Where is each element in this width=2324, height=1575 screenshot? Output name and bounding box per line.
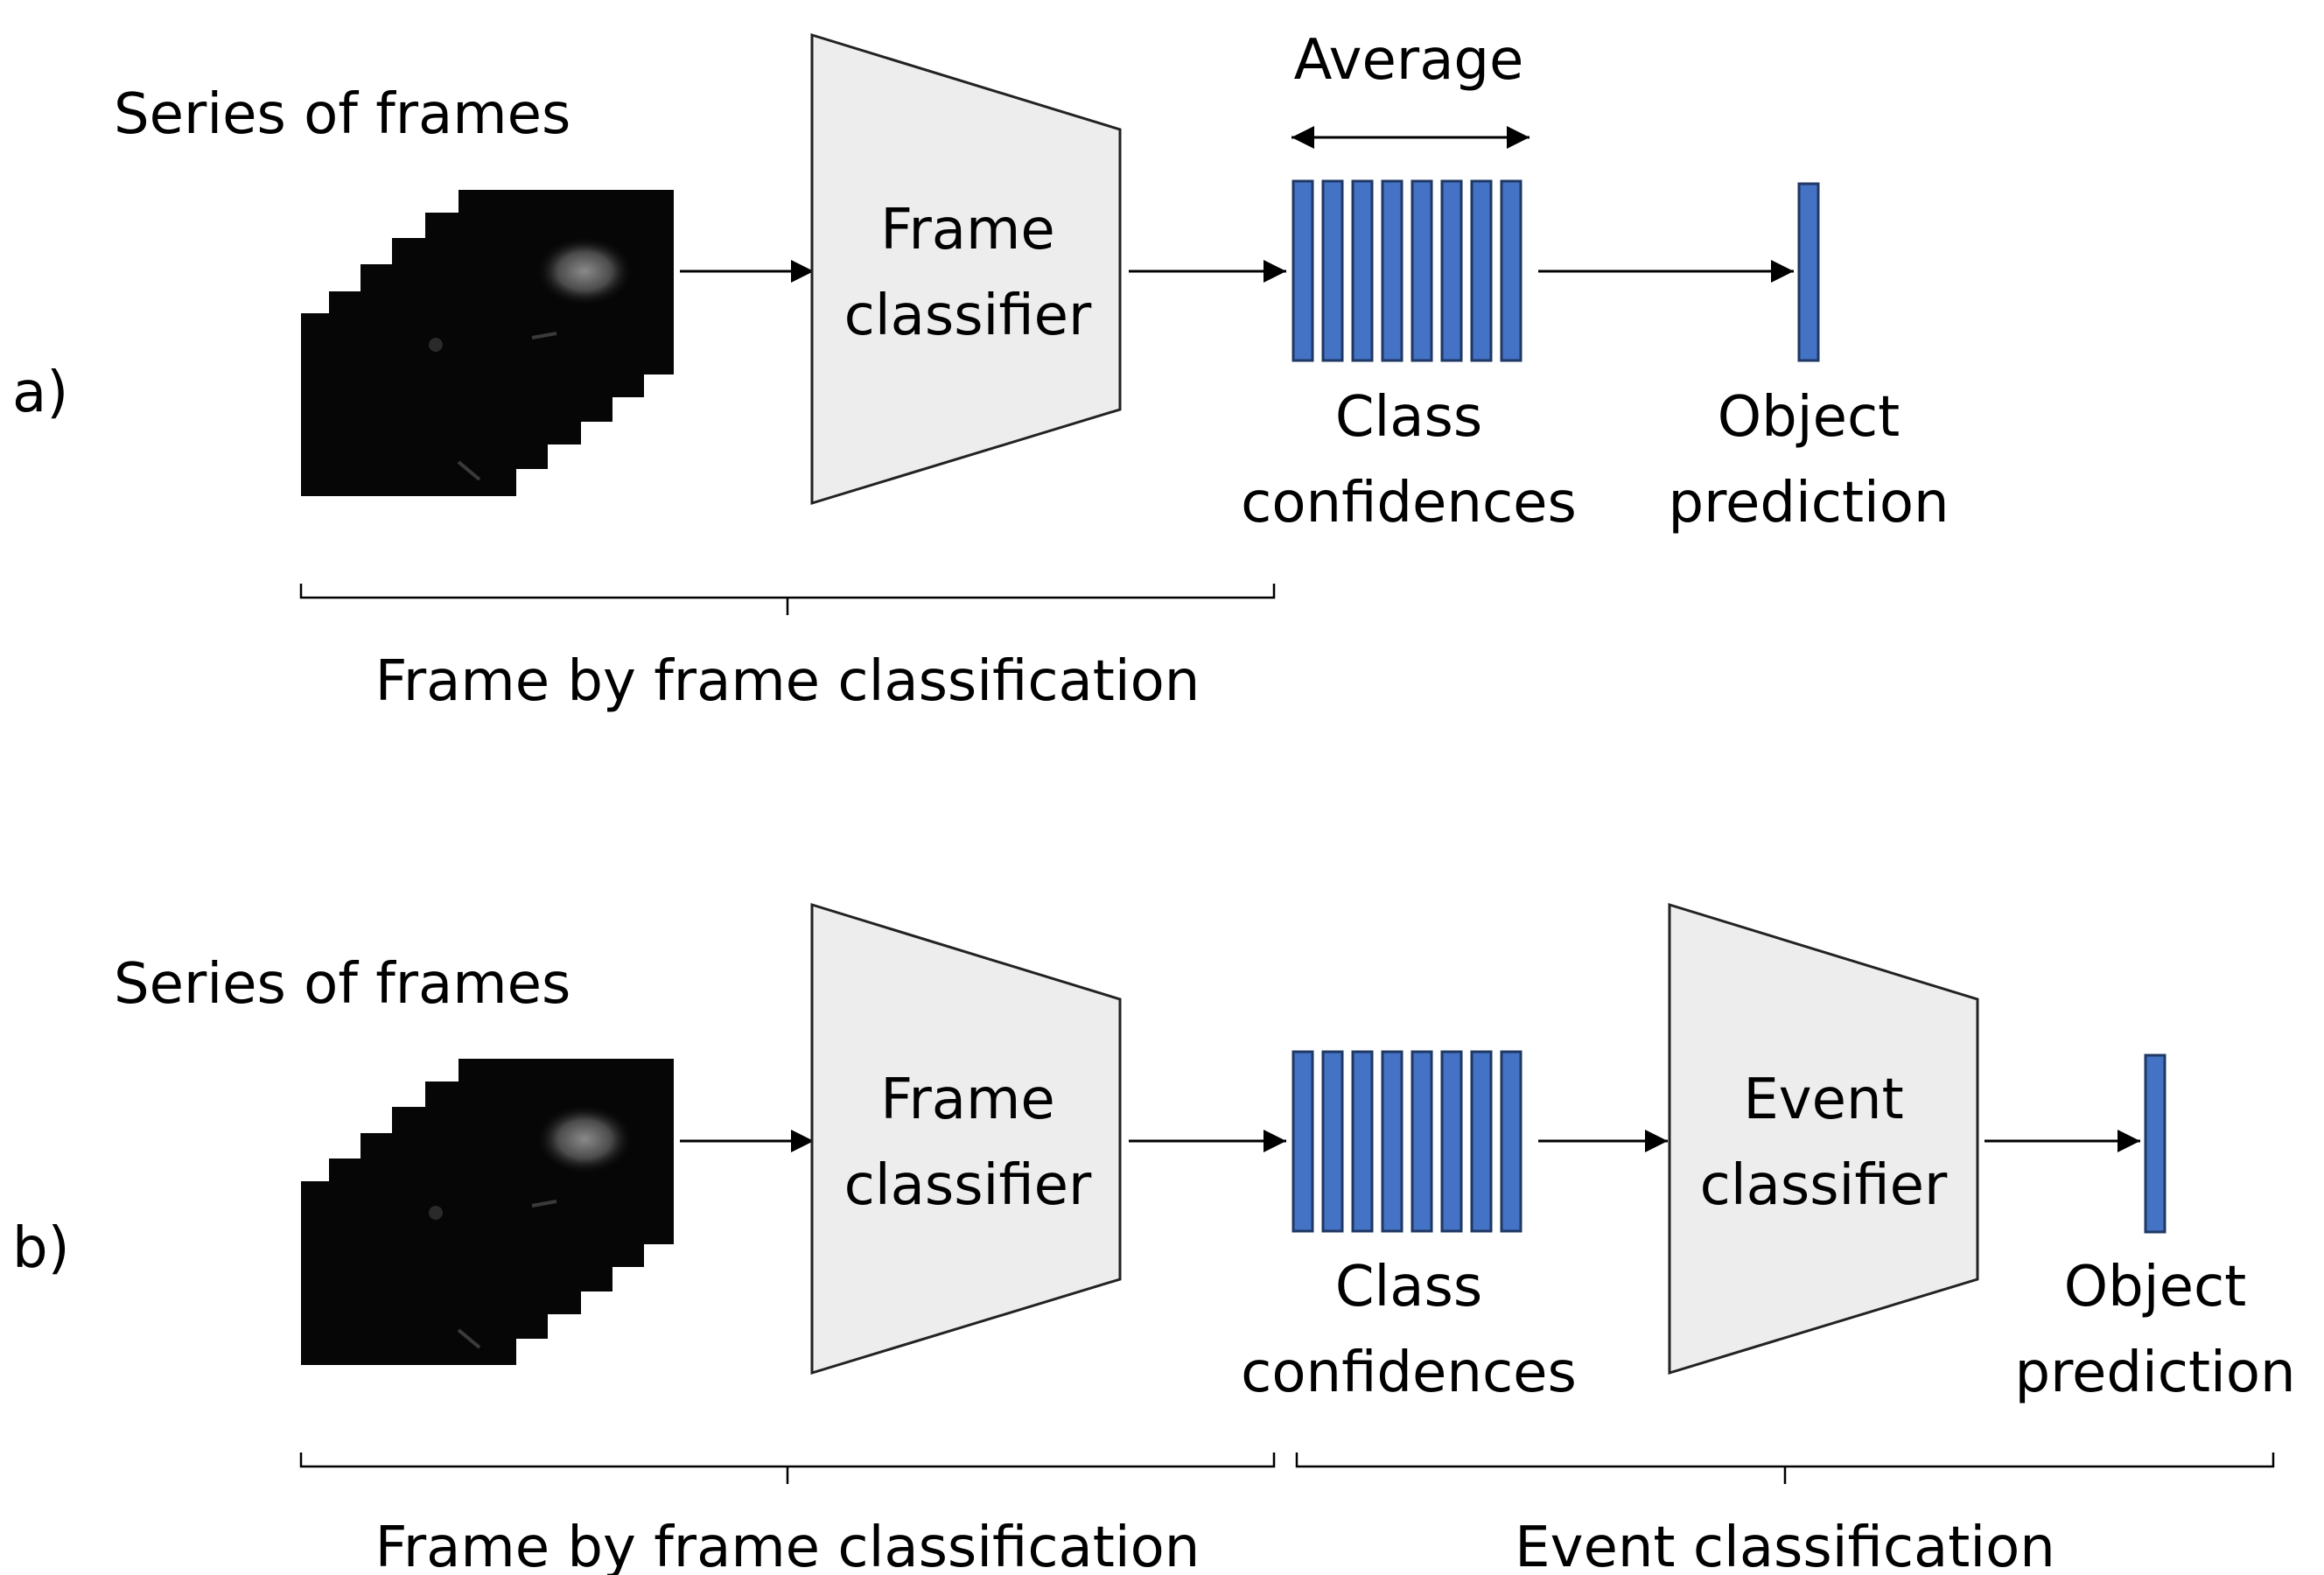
confidence-bar bbox=[1440, 179, 1463, 362]
event-classifier-label-line2: classifier bbox=[1700, 1153, 1948, 1218]
frame-stack bbox=[301, 190, 674, 496]
frame-stack bbox=[301, 1059, 674, 1365]
average-label: Average bbox=[1294, 28, 1524, 93]
confidence-bar bbox=[1321, 179, 1344, 362]
confidence-bar bbox=[1500, 1050, 1522, 1233]
class-confidence-bars bbox=[1292, 1050, 1522, 1233]
class-confidences-label-line1: Class bbox=[1335, 1255, 1482, 1320]
frame-classifier-block bbox=[810, 902, 1122, 1376]
confidence-bar bbox=[1381, 1050, 1404, 1233]
event-classification-bracket bbox=[1295, 1452, 2275, 1484]
confidence-bar bbox=[1351, 179, 1374, 362]
particle-streak bbox=[531, 332, 557, 340]
class-confidences-label-line1: Class bbox=[1335, 385, 1482, 450]
frame-by-frame-label: Frame by frame classification bbox=[375, 649, 1200, 714]
object-prediction-label-line2: prediction bbox=[2014, 1340, 2295, 1405]
object-prediction-label-line1: Object bbox=[1718, 385, 1900, 450]
frame-classifier-label-line1: Frame bbox=[880, 1068, 1054, 1132]
panel-a-label: a) bbox=[12, 360, 68, 425]
series-of-frames-label: Series of frames bbox=[114, 952, 570, 1017]
frame-by-frame-bracket bbox=[299, 1452, 1276, 1484]
particle-dot bbox=[429, 338, 443, 352]
confidence-bar bbox=[1410, 1050, 1433, 1233]
confidence-bar bbox=[1470, 179, 1493, 362]
frame-stack-shape bbox=[301, 1059, 674, 1365]
frame-classifier-label-line2: classifier bbox=[844, 1153, 1092, 1218]
class-confidences-label-line2: confidences bbox=[1241, 471, 1577, 536]
event-classification-label: Event classification bbox=[1515, 1516, 2055, 1575]
object-prediction-label-line1: Object bbox=[2064, 1255, 2246, 1320]
event-classifier-block bbox=[1668, 902, 1979, 1376]
particle-streak bbox=[531, 1200, 557, 1208]
frame-stack-shape bbox=[301, 190, 674, 496]
frame-classifier-label-line2: classifier bbox=[844, 284, 1092, 348]
class-confidences-label-line2: confidences bbox=[1241, 1340, 1577, 1405]
confidence-bar bbox=[1321, 1050, 1344, 1233]
object-prediction-label-line2: prediction bbox=[1668, 471, 1949, 536]
confidence-bar bbox=[1470, 1050, 1493, 1233]
class-confidence-bars bbox=[1292, 179, 1522, 362]
particle-blob bbox=[536, 236, 634, 306]
event-classifier-label-line1: Event bbox=[1743, 1068, 1903, 1132]
particle-streak bbox=[457, 460, 481, 481]
frame-classifier-label-line1: Frame bbox=[880, 198, 1054, 262]
object-prediction-bar bbox=[1797, 182, 1820, 362]
frame-by-frame-label: Frame by frame classification bbox=[375, 1516, 1200, 1575]
frame-classifier-block bbox=[810, 32, 1122, 506]
particle-blob bbox=[536, 1104, 634, 1174]
confidence-bar bbox=[1381, 179, 1404, 362]
confidence-bar bbox=[1500, 179, 1522, 362]
object-prediction-bar bbox=[2144, 1054, 2166, 1234]
series-of-frames-label: Series of frames bbox=[114, 82, 570, 147]
confidence-bar bbox=[1351, 1050, 1374, 1233]
panel-a: a) Series of frames Frame classifier Ave… bbox=[12, 28, 1950, 714]
panel-b-label: b) bbox=[12, 1216, 70, 1281]
confidence-bar bbox=[1440, 1050, 1463, 1233]
confidence-bar bbox=[1410, 179, 1433, 362]
frame-by-frame-bracket bbox=[299, 584, 1276, 615]
confidence-bar bbox=[1292, 179, 1314, 362]
confidence-bar bbox=[1292, 1050, 1314, 1233]
panel-b: b) Series of frames Frame classifier Cla… bbox=[12, 902, 2296, 1575]
particle-dot bbox=[429, 1206, 443, 1220]
particle-streak bbox=[457, 1328, 481, 1349]
